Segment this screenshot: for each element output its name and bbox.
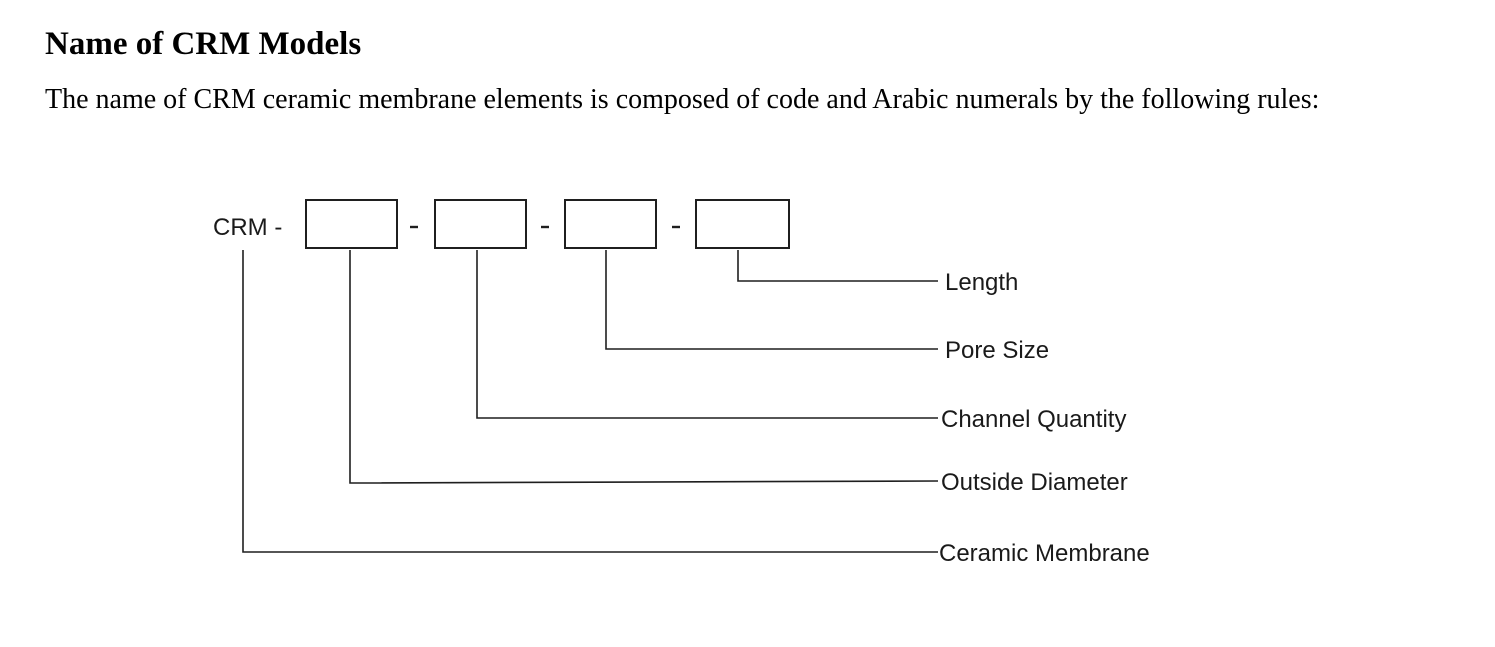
pore-size-label: Pore Size: [945, 337, 1049, 364]
outside-diameter-code-box: [305, 199, 398, 249]
crm-prefix-label: CRM -: [213, 214, 282, 241]
outside-diameter-label: Outside Diameter: [941, 469, 1128, 496]
outside-diameter-leader-line: [349, 250, 939, 484]
pore-size-leader-line: [605, 250, 938, 350]
page-title: Name of CRM Models: [45, 26, 362, 62]
length-leader-line: [737, 250, 938, 282]
intro-paragraph: The name of CRM ceramic membrane element…: [45, 84, 1320, 115]
ceramic-membrane-leader-line: [242, 250, 938, 553]
channel-quantity-label: Channel Quantity: [941, 406, 1126, 433]
channel-quantity-code-box: [434, 199, 527, 249]
channel-quantity-leader-line: [476, 250, 938, 419]
ceramic-membrane-label: Ceramic Membrane: [939, 540, 1150, 567]
length-label: Length: [945, 269, 1018, 296]
length-code-box: [695, 199, 790, 249]
pore-size-code-box: [564, 199, 657, 249]
